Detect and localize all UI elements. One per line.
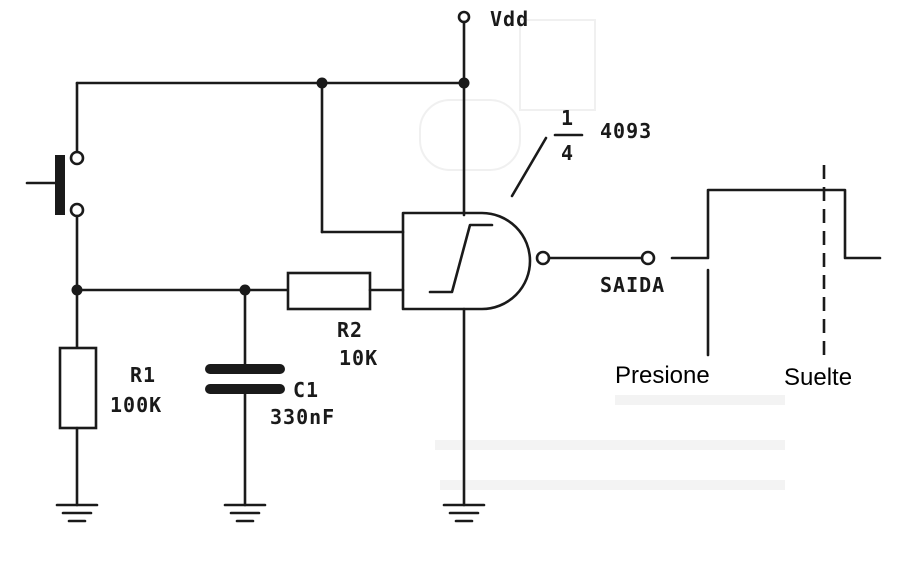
wire-middle-rail (71, 284, 290, 296)
output-label: SAIDA (600, 273, 665, 297)
r1-name: R1 (130, 363, 156, 387)
release-label: Suelte (784, 364, 852, 391)
c1-value: 330nF (270, 405, 335, 429)
vdd-terminal (457, 10, 471, 217)
fraction-numerator: 1 (561, 106, 574, 130)
press-label: Presione (615, 362, 710, 389)
r2-name: R2 (337, 318, 363, 342)
output-terminal (547, 250, 656, 266)
ground-icon (55, 503, 99, 523)
output-waveform (670, 165, 882, 357)
c1-name: C1 (293, 378, 319, 402)
resistor-r2 (286, 271, 405, 311)
r1-value: 100K (110, 393, 162, 417)
pushbutton-switch (25, 81, 85, 292)
gate-pointer-line (510, 133, 584, 198)
resistor-r1 (58, 288, 98, 507)
background-bleed-through (419, 19, 785, 490)
nand-schmitt-gate (401, 211, 551, 507)
vdd-label: Vdd (490, 7, 529, 31)
capacitor-c1 (205, 288, 285, 507)
ic-part-number: 4093 (600, 119, 652, 143)
r2-value: 10K (339, 346, 378, 370)
ground-icon (442, 503, 486, 523)
ground-icon (223, 503, 267, 523)
wire-gate-input-1 (316, 77, 405, 234)
fraction-denominator: 4 (561, 141, 574, 165)
